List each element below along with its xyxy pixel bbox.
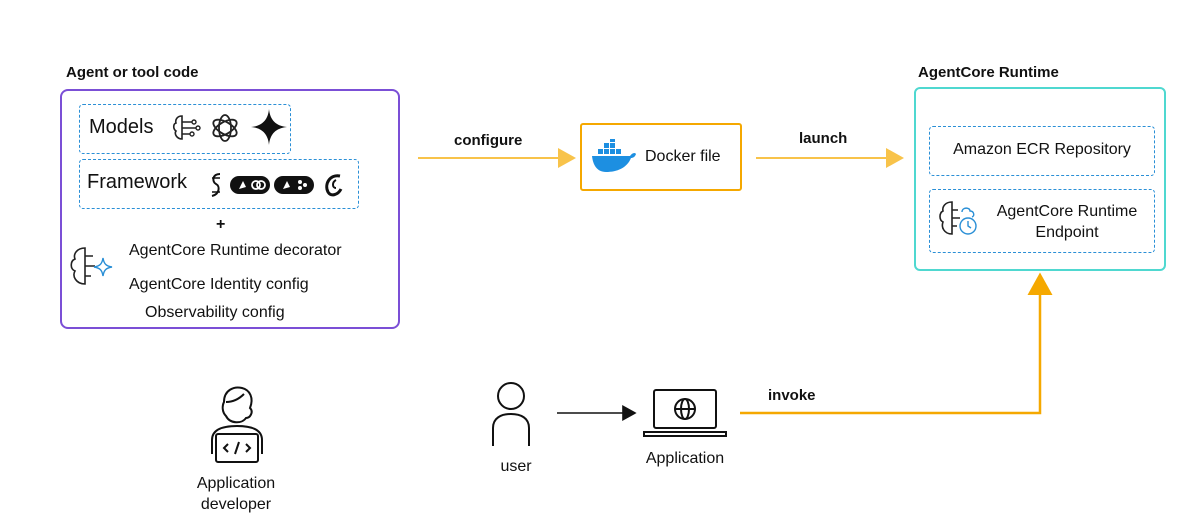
configure-label: configure xyxy=(454,132,523,149)
models-box xyxy=(79,104,291,154)
invoke-label: invoke xyxy=(768,387,816,404)
models-label: Models xyxy=(89,116,154,138)
openai-icon xyxy=(212,114,238,142)
identity-config-text: AgentCore Identity config xyxy=(129,276,309,293)
runtime-decorator-text: AgentCore Runtime decorator xyxy=(129,242,342,259)
runtime-panel-title: AgentCore Runtime xyxy=(918,64,1059,81)
langgraph-icon xyxy=(274,176,314,194)
user-label: user xyxy=(500,458,532,475)
gemini-sparkle-icon xyxy=(251,109,287,145)
endpoint-label-line1: AgentCore Runtime xyxy=(996,203,1138,220)
strands-icon xyxy=(211,173,221,197)
observability-config-text: Observability config xyxy=(145,304,285,321)
agentcore-brain-icon xyxy=(70,247,113,285)
langchain-icon xyxy=(230,176,270,194)
endpoint-box xyxy=(929,189,1155,253)
crewai-icon xyxy=(325,174,343,197)
ecr-box xyxy=(929,126,1155,176)
docker-whale-icon xyxy=(592,139,636,172)
plus-sign: + xyxy=(216,216,226,233)
agent-code-panel xyxy=(60,89,400,329)
developer-icon xyxy=(211,386,263,463)
laptop-globe-icon xyxy=(643,389,727,437)
endpoint-label-line2: Endpoint xyxy=(1035,224,1099,241)
docker-file-label: Docker file xyxy=(645,148,721,165)
ecr-label: Amazon ECR Repository xyxy=(953,141,1131,158)
agentcore-runtime-panel xyxy=(914,87,1166,271)
docker-file-box xyxy=(580,123,742,191)
runtime-endpoint-icon xyxy=(939,201,977,235)
framework-box xyxy=(79,159,359,209)
left-panel-title: Agent or tool code xyxy=(66,64,199,81)
launch-label: launch xyxy=(799,130,848,147)
application-label: Application xyxy=(645,450,725,467)
framework-label: Framework xyxy=(87,171,188,193)
user-icon xyxy=(492,382,530,446)
developer-label-line1: Application xyxy=(196,475,276,492)
brain-circuit-icon xyxy=(172,115,201,140)
developer-label-line2: developer xyxy=(200,496,272,513)
